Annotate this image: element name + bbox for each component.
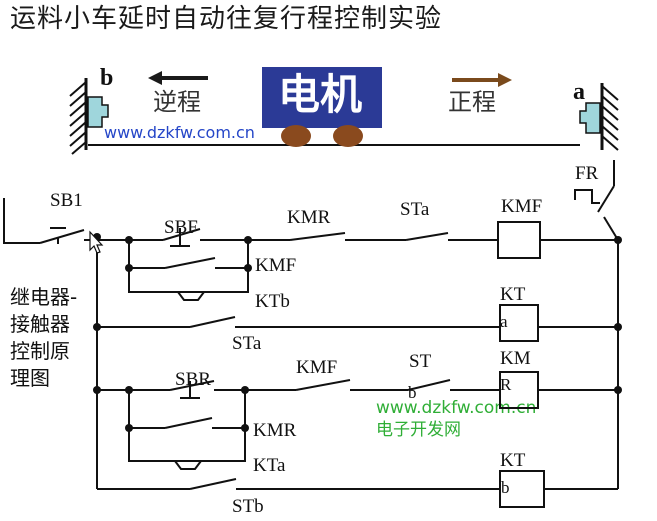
- kt-coil-a-inner: a: [500, 312, 508, 331]
- label-kt-coil-b: KT: [500, 450, 526, 471]
- label-kta: KTa: [253, 455, 286, 476]
- kmr-hold-blade: [164, 417, 213, 429]
- fr-blade: [597, 185, 615, 213]
- ktb-contact: [177, 291, 205, 301]
- side-caption-1: 继电器-: [10, 285, 78, 309]
- forward-arrow: [452, 73, 512, 87]
- left-limit-switch: [87, 96, 109, 128]
- junction-dots: [93, 233, 622, 432]
- watermark-url-bottom: www.dzkfw.com.cn: [376, 398, 537, 418]
- kmf-contact-blade: [295, 379, 351, 391]
- side-caption-4: 理图: [10, 366, 50, 390]
- label-sta-mid: STa: [232, 333, 262, 354]
- label-sta-top: STa: [400, 199, 430, 220]
- sta-mid-blade: [189, 316, 236, 328]
- left-limit-switch-label: b: [100, 65, 114, 91]
- label-stb: STb: [232, 496, 264, 517]
- kta-contact: [174, 460, 202, 470]
- label-kmr-contact: KMR: [287, 207, 331, 228]
- sb1-blade: [39, 229, 85, 244]
- supply-lead: [3, 198, 40, 244]
- kt-coil-a-box: [499, 304, 539, 342]
- label-kmf-coil: KMF: [501, 196, 543, 217]
- cart-wheel-left: [281, 125, 311, 147]
- diagram-title: 运料小车延时自动往复行程控制实验: [10, 4, 443, 34]
- kmf-hold-blade: [164, 257, 216, 269]
- label-kt-coil-a: KT: [500, 284, 526, 305]
- kmr-blade: [289, 232, 346, 241]
- kmf-hold-branch: [128, 240, 249, 293]
- sbf-blade: [162, 228, 201, 241]
- right-limit-switch: [579, 102, 601, 134]
- fr-element: [574, 189, 600, 204]
- forward-direction-label: 正程: [448, 88, 496, 116]
- mouse-cursor-icon: [89, 230, 104, 254]
- watermark-site-name: 电子开发网: [376, 420, 461, 440]
- cart-wheel-right: [333, 125, 363, 147]
- label-sb1: SB1: [50, 190, 83, 211]
- right-limit-switch-label: a: [573, 79, 585, 105]
- motor-cart: [262, 67, 382, 128]
- label-kmf-hold: KMF: [255, 255, 297, 276]
- reverse-arrow: [148, 71, 208, 85]
- label-ktb: KTb: [255, 291, 290, 312]
- label-st-sub: b: [408, 383, 417, 402]
- reverse-direction-label: 逆程: [153, 88, 201, 116]
- kt-coil-b-inner: b: [501, 478, 510, 497]
- label-kmr-hold: KMR: [253, 420, 297, 441]
- sta-blade: [405, 232, 449, 241]
- circuit-wires: [3, 160, 619, 508]
- side-caption-3: 控制原: [10, 339, 70, 363]
- km-coil-inner: R: [500, 375, 512, 394]
- stb-blade: [189, 478, 237, 490]
- label-kmf-contact: KMF: [296, 357, 338, 378]
- kt-coil-b-box: [499, 470, 545, 508]
- label-km-coil: KM: [500, 348, 531, 369]
- sbr-blade: [169, 380, 215, 391]
- right-wall-hatch: [601, 85, 619, 151]
- motor-label: 电机: [278, 70, 363, 119]
- label-st: ST: [409, 351, 432, 372]
- side-caption-2: 接触器: [10, 312, 70, 336]
- watermark-url-top: www.dzkfw.com.cn: [104, 123, 255, 142]
- left-wall-hatch: [69, 81, 87, 155]
- label-fr: FR: [575, 163, 599, 184]
- st-blade: [407, 379, 451, 391]
- kmr-hold-branch: [128, 390, 246, 462]
- fr-to-rail: [603, 216, 619, 241]
- km-coil-box: [499, 371, 539, 409]
- kmf-coil-box: [497, 221, 541, 259]
